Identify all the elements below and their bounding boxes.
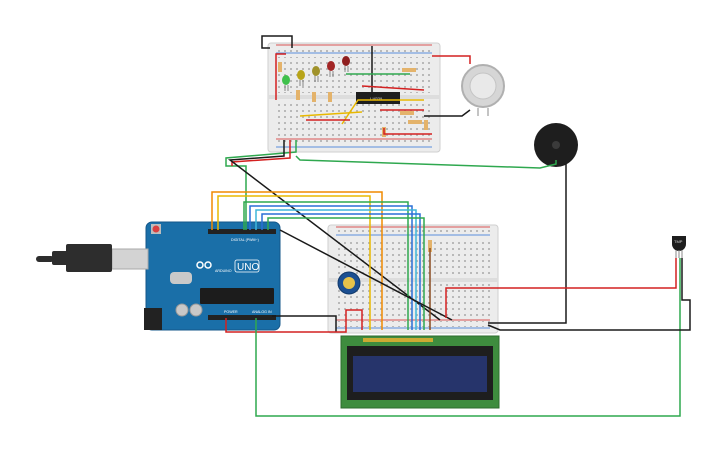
yellow-led [297,70,305,86]
green-led [282,75,290,91]
temperature-sensor: TMP [672,236,686,258]
lcd-16x2 [340,335,500,409]
arduino-uno-board: DIGITAL (PWM~) ARDUINO UNO POWER ANALOG … [144,221,281,331]
gas-sensor [461,64,505,116]
arduino-model-label: UNO [237,262,259,273]
arduino-brand-label: ARDUINO [215,269,232,273]
wires [211,35,691,417]
ic-label: LM339 [370,96,383,101]
temp-sensor-label: TMP [674,239,683,244]
analog-header-label: ANALOG IN [252,310,272,314]
red-led [342,56,350,72]
led-array [282,56,350,91]
potentiometer [337,271,361,295]
red-led [327,61,335,77]
piezo-buzzer [534,123,578,167]
resistor [428,240,432,252]
top-breadboard [267,42,441,153]
yellow-led [312,66,320,82]
digital-header-label: DIGITAL (PWM~) [231,238,259,242]
power-header-label: POWER [224,310,238,314]
usb-cable [36,244,149,272]
lm339-ic: LM339 [356,92,400,104]
